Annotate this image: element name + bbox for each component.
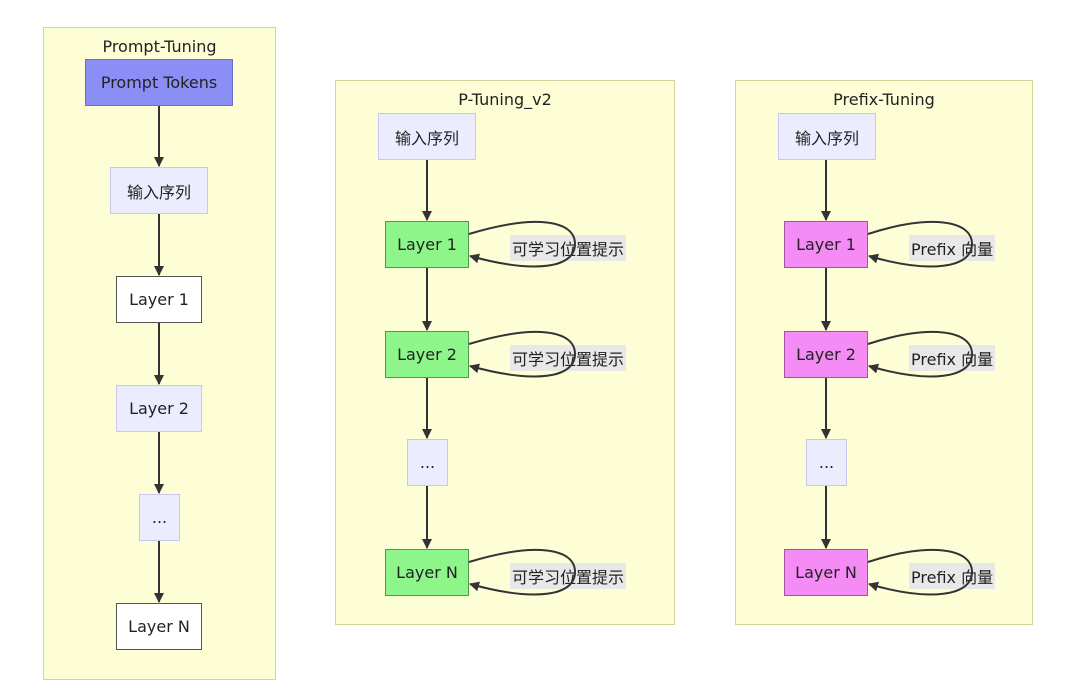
p-tuning-v2-input-node: 输入序列 <box>378 113 476 160</box>
prefix-tuning-layerN-node: Layer N <box>784 549 868 596</box>
prompt-tuning-title: Prompt-Tuning <box>102 37 217 56</box>
prefix-tuning-layer1-node: Layer 1 <box>784 221 868 268</box>
p-tuning-v2-title: P-Tuning_v2 <box>458 90 552 109</box>
p-tuning-v2-loop-label-2: 可学习位置提示 <box>510 345 627 371</box>
prefix-tuning-layer2-node: Layer 2 <box>784 331 868 378</box>
p-tuning-v2-loop-label-n: 可学习位置提示 <box>510 563 627 589</box>
prompt-tuning-layer2-node: Layer 2 <box>116 385 202 432</box>
prompt-tuning-ellipsis-node: ... <box>139 494 180 541</box>
p-tuning-v2-loop-label-1: 可学习位置提示 <box>510 235 627 261</box>
prefix-tuning-title: Prefix-Tuning <box>833 90 935 109</box>
p-tuning-v2-layer1-node: Layer 1 <box>385 221 469 268</box>
loop-pv2-layer1 <box>468 220 577 268</box>
loop-pf-layer2 <box>867 330 974 378</box>
loop-pf-layer1 <box>867 220 974 268</box>
loop-pv2-layerN <box>468 548 577 596</box>
p-tuning-v2-layerN-node: Layer N <box>385 549 469 596</box>
prompt-tokens-node: Prompt Tokens <box>85 59 233 106</box>
loop-pf-layerN <box>867 548 974 596</box>
p-tuning-v2-layer2-node: Layer 2 <box>385 331 469 378</box>
prefix-tuning-ellipsis-node: ... <box>806 439 847 486</box>
loop-pv2-layer2 <box>468 330 577 378</box>
p-tuning-v2-ellipsis-node: ... <box>407 439 448 486</box>
prompt-tuning-layer1-node: Layer 1 <box>116 276 202 323</box>
prefix-tuning-input-node: 输入序列 <box>778 113 876 160</box>
prompt-tuning-layerN-node: Layer N <box>116 603 202 650</box>
prompt-tuning-input-node: 输入序列 <box>110 167 208 214</box>
